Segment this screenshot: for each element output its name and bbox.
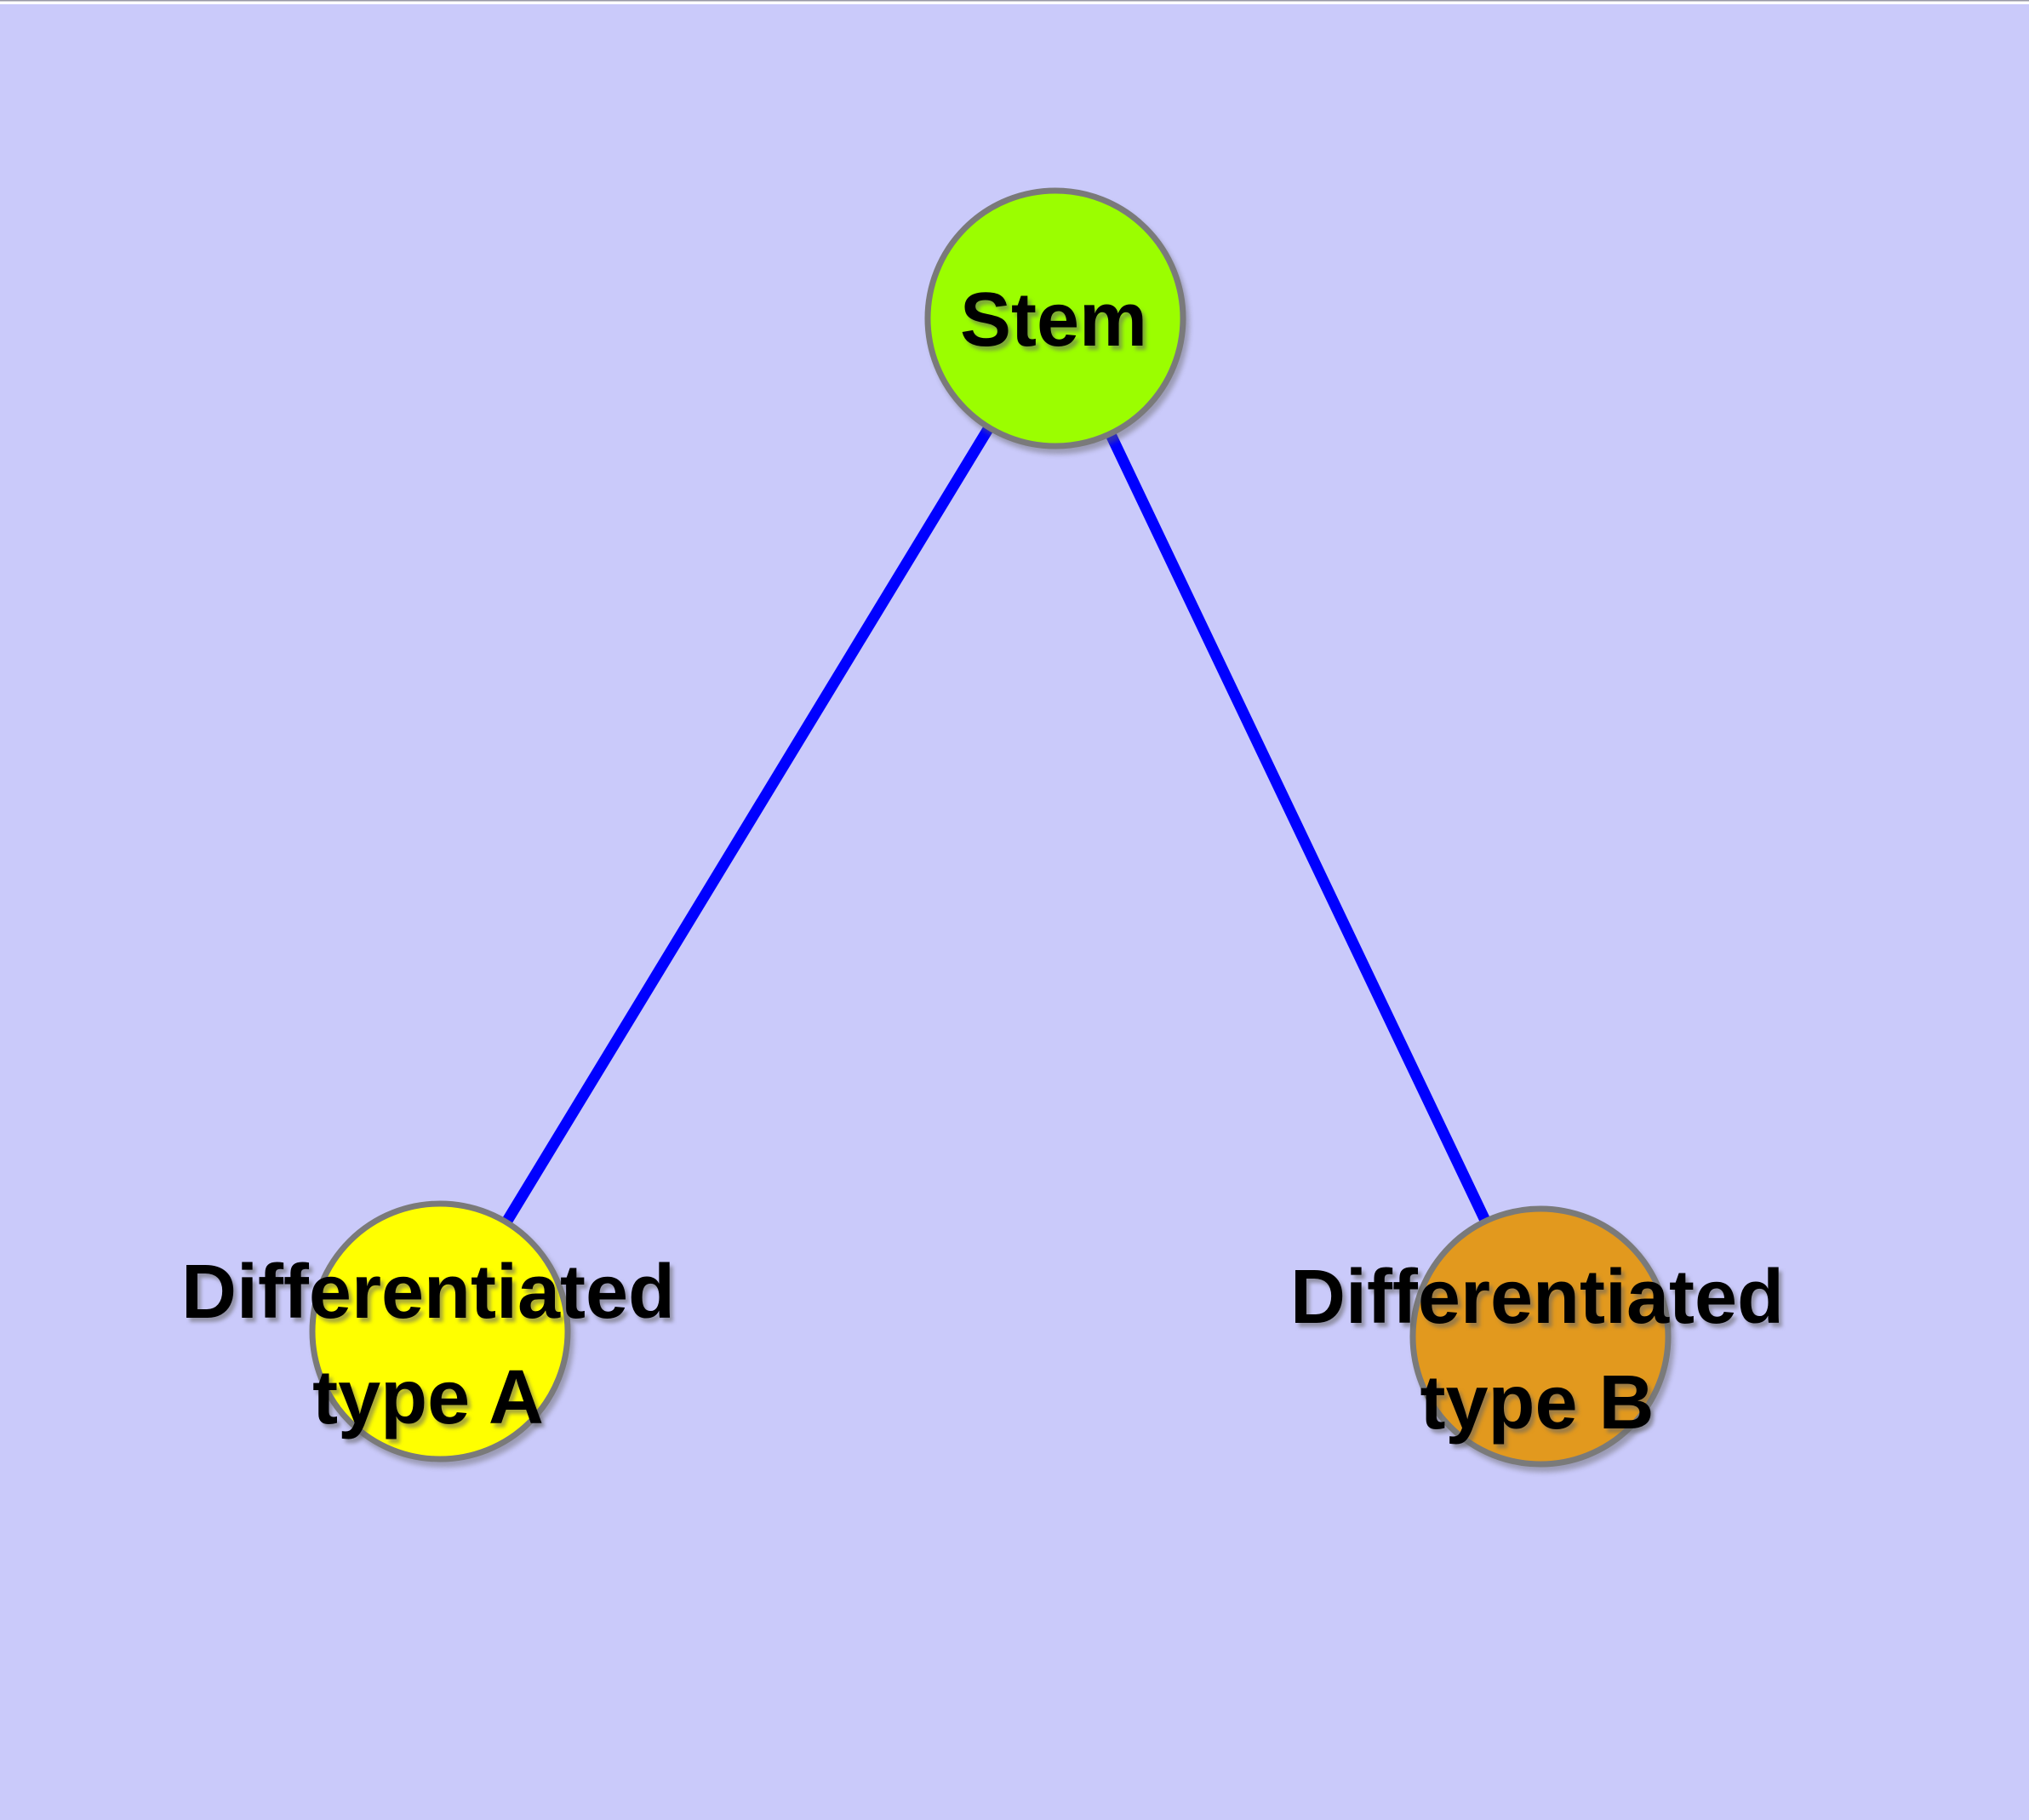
top-hairline [0,0,2029,2]
node-stem [924,187,1186,449]
node-stem-label: Stem [960,278,1147,363]
node-type-a-label-line1: Differentiated [181,1250,675,1335]
top-white-strip [0,1,2029,4]
node-type-a-label-line2: type A [312,1355,544,1440]
node-type-b-label-line1: Differentiated [1290,1255,1784,1340]
node-differentiated-type-b [1409,1205,1672,1468]
edge-stem-to-type-a [435,315,1060,1335]
edge-stem-to-type-b [1050,316,1546,1339]
node-type-b-label-line2: type B [1420,1360,1654,1445]
node-differentiated-type-a [309,1200,571,1462]
